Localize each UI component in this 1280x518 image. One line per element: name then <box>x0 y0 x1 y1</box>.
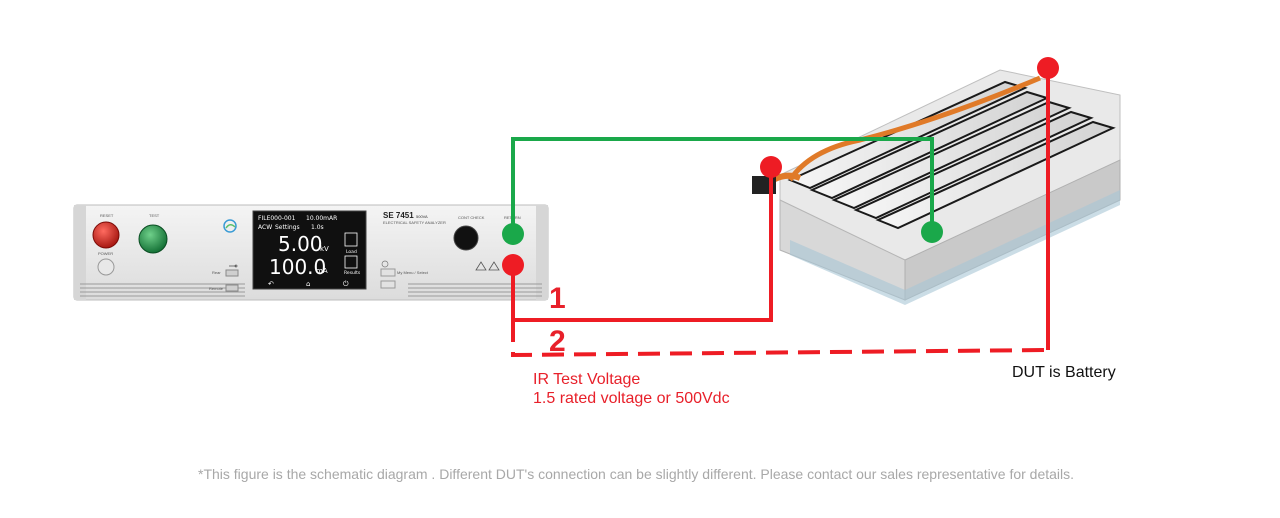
cont-check-knob[interactable] <box>453 225 479 251</box>
screen-current-unit: mA <box>316 267 328 275</box>
battery-negative-dot <box>760 156 782 178</box>
side-key-1[interactable] <box>380 268 396 277</box>
usb-port-front[interactable] <box>225 269 239 277</box>
model-sub-label: ELECTRICAL SAFETY ANALYZER <box>383 220 446 225</box>
ir-test-voltage-value: 1.5 rated voltage or 500Vdc <box>533 390 730 407</box>
brand-logo <box>223 219 237 233</box>
home-icon[interactable]: ⌂ <box>306 280 310 288</box>
load-icon[interactable] <box>344 232 358 247</box>
test-button[interactable] <box>138 224 168 254</box>
side-key-2[interactable] <box>380 280 396 289</box>
warning-icons <box>475 261 500 271</box>
dut-label: DUT is Battery <box>1012 364 1116 381</box>
wire-red-2-dashed <box>511 70 1050 358</box>
wire-green-return <box>511 137 934 234</box>
results-icon[interactable] <box>344 255 358 269</box>
wire-2-label: 2 <box>549 325 566 358</box>
battery-case-dot <box>921 221 943 243</box>
power-soft-icon[interactable]: ⏻ <box>343 280 349 288</box>
screen-voltage-unit: kV <box>320 245 329 253</box>
model-label: SE 7451 <box>383 211 414 220</box>
screen-file: FILE000-001 <box>258 215 296 222</box>
usb-icon <box>229 264 238 268</box>
ir-test-voltage-label: IR Test Voltage <box>533 371 640 388</box>
return-terminal-dot <box>502 223 524 245</box>
test-label: TEST <box>149 213 160 218</box>
usb-label-rear: Rear <box>212 270 221 275</box>
hv-terminal-dot <box>502 254 524 276</box>
cont-check-label: CONT CHECK <box>458 215 485 220</box>
side-key-label: My Menu / Select <box>397 270 429 275</box>
screen-load-label: Load <box>346 249 357 255</box>
battery-pack <box>752 69 1121 305</box>
safety-analyzer-instrument: RESET TEST POWER Rear Remote FILE000-001… <box>73 204 549 301</box>
back-icon[interactable]: ↶ <box>268 280 274 288</box>
indicator-icon <box>381 260 389 268</box>
rating-label: 500VA <box>416 214 428 219</box>
power-button[interactable] <box>97 258 115 276</box>
usb-label-remote: Remote <box>209 286 224 291</box>
screen-range: 10.00mAR <box>306 215 337 222</box>
power-label: POWER <box>98 251 113 256</box>
lcd-screen: FILE000-001 10.00mAR ACW Settings 1.0s 5… <box>252 210 367 290</box>
screen-time: 1.0s <box>311 224 324 231</box>
screen-mode: ACW <box>258 224 272 231</box>
screen-voltage: 5.00 <box>278 232 323 256</box>
reset-label: RESET <box>100 213 114 218</box>
wire-1-label: 1 <box>549 282 566 315</box>
wire-red-1 <box>511 167 773 322</box>
usb-port-remote[interactable] <box>225 284 239 292</box>
reset-button[interactable] <box>92 221 120 249</box>
screen-mode-suffix: Settings <box>275 224 300 231</box>
footnote: *This figure is the schematic diagram . … <box>198 466 1075 482</box>
screen-current: 100.0 <box>269 255 326 279</box>
battery-positive-dot <box>1037 57 1059 79</box>
screen-results-label: Results <box>344 270 361 276</box>
vent-slots <box>80 283 542 297</box>
